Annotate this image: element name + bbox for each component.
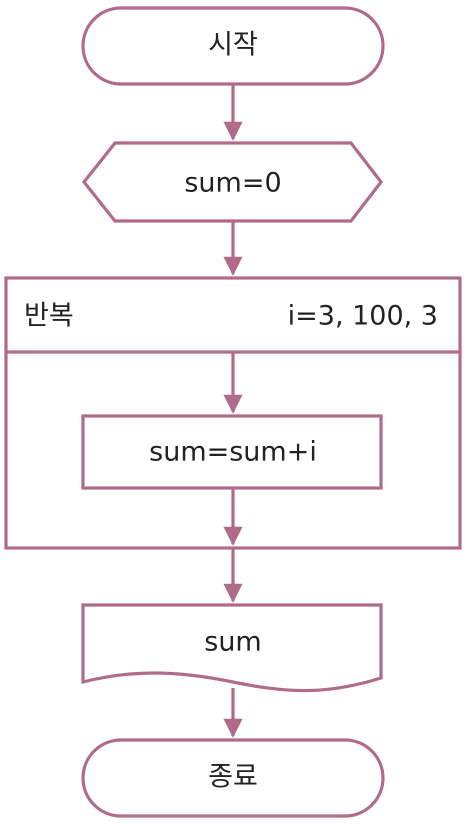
end-terminator: 종료 bbox=[81, 738, 385, 818]
init-label: sum=0 bbox=[184, 168, 281, 199]
init-preparation: sum=0 bbox=[81, 141, 384, 223]
start-label: 시작 bbox=[208, 30, 258, 61]
process-box: sum=sum+i bbox=[81, 414, 383, 490]
output-label: sum bbox=[204, 627, 261, 658]
start-terminator: 시작 bbox=[81, 6, 385, 86]
process-label: sum=sum+i bbox=[149, 437, 317, 468]
output-document: sum bbox=[81, 603, 383, 693]
end-label: 종료 bbox=[208, 762, 258, 793]
loop-range: i=3, 100, 3 bbox=[288, 301, 438, 332]
loop-label: 반복 bbox=[24, 301, 74, 332]
